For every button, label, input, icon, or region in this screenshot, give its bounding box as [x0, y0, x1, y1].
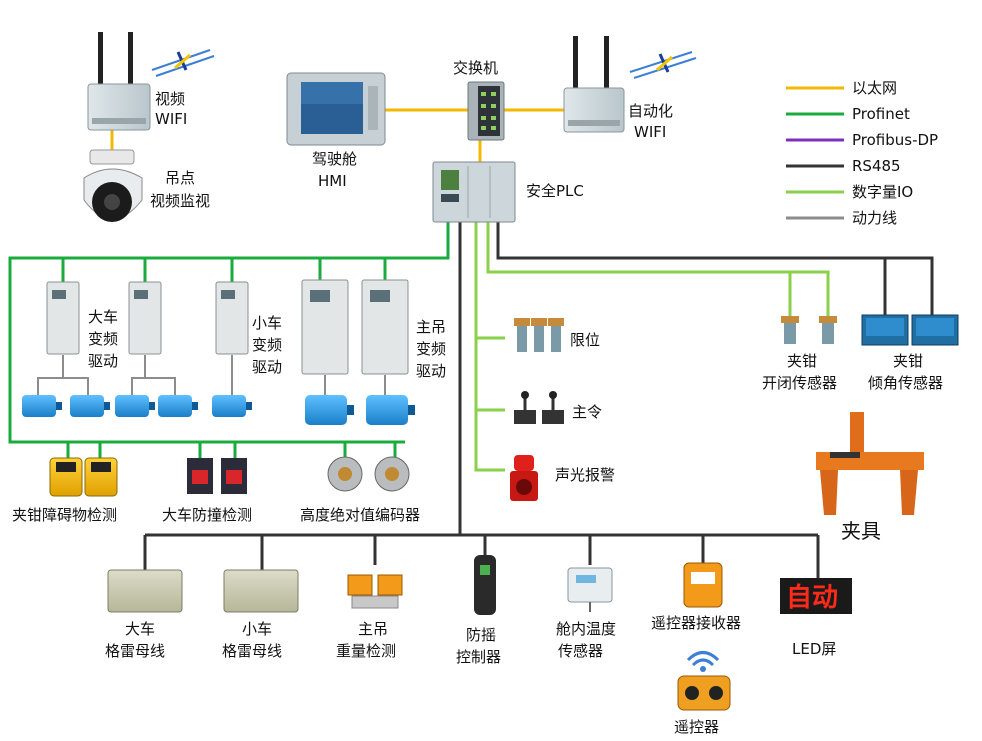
hmi-label-2: HMI [318, 172, 347, 190]
clamp-obstacle-label: 夹钳障碍物检测 [12, 506, 117, 524]
encoder-label: 高度绝对值编码器 [300, 506, 420, 524]
cabin-temp-label-1: 舱内温度 [556, 620, 616, 638]
legend-label-rs485: RS485 [852, 157, 901, 175]
cart-busbar-box-icon [107, 569, 183, 613]
cart-bus-label-1: 大车 [125, 620, 155, 638]
trolley-vfd-label-2: 变频 [252, 336, 282, 354]
hoist-weight-label-1: 主吊 [358, 620, 388, 638]
legend-label-profinet: Profinet [852, 105, 910, 123]
alarm-light-icon [510, 455, 538, 501]
video-wifi-label-2: WIFI [155, 110, 187, 128]
hmi-panel-icon [286, 72, 386, 146]
clamp-tilt-sensors-icon [861, 314, 959, 346]
rs485-lines [143, 222, 934, 578]
fixture-label: 夹具 [841, 519, 881, 543]
ethernet-switch-icon [467, 81, 505, 141]
safety-plc-icon [432, 161, 516, 223]
clamp-fixture-icon [816, 412, 924, 515]
legend-label-digital_io: 数字量IO [852, 183, 913, 201]
camera-label-1: 吊点 [165, 169, 195, 187]
motor-icon [305, 395, 354, 425]
anti-sway-label-1: 防摇 [466, 626, 496, 644]
motor-icon [70, 395, 110, 417]
anti-sway-label-2: 控制器 [456, 648, 501, 666]
remote-receiver-icon [683, 562, 723, 608]
clamp-tilt-label-2: 倾角传感器 [868, 374, 943, 392]
trolley-bus-label-2: 格雷母线 [222, 642, 282, 660]
trolley-vfd-label-3: 驱动 [252, 358, 282, 376]
remote-label: 遥控器 [674, 718, 719, 736]
cart-vfd-1-icon [46, 281, 80, 355]
video-wifi-label-1: 视频 [155, 90, 185, 108]
profinet-lines [8, 222, 450, 458]
wireless-signal-icon [151, 49, 215, 77]
legend-label-ethernet: 以太网 [852, 79, 897, 97]
wireless-signal-icon [629, 51, 697, 79]
cabin-temp-label-2: 传感器 [558, 642, 603, 660]
automation-wifi-device [563, 36, 697, 133]
motors [22, 395, 415, 425]
cart-collision-sensors-icon [187, 458, 247, 494]
limit-label: 限位 [570, 331, 600, 349]
cabin-temp-sensor-icon [567, 567, 613, 612]
hoist-vfd-label-1: 主吊 [416, 318, 446, 336]
power-lines [37, 355, 386, 395]
cart-vfd-label-3: 驱动 [88, 352, 118, 370]
trolley-vfd-icon [215, 281, 249, 355]
hoist-vfd-1-icon [301, 279, 349, 375]
motor-icon [115, 395, 155, 417]
trolley-bus-label-1: 小车 [242, 620, 272, 638]
anti-sway-controller-icon [474, 555, 496, 615]
camera-label-2: 视频监视 [150, 192, 210, 210]
plc-label: 安全PLC [526, 182, 584, 200]
vfd-drives [46, 279, 409, 375]
master-controllers-icon [514, 391, 564, 424]
wifi-signal-icon [686, 651, 720, 672]
absolute-encoders-icon [327, 456, 410, 492]
led-screen-label: LED屏 [792, 640, 836, 658]
hoist-vfd-label-2: 变频 [416, 340, 446, 358]
hmi-label-1: 驾驶舱 [312, 150, 357, 168]
cart-bus-label-2: 格雷母线 [105, 642, 165, 660]
cart-vfd-label-1: 大车 [88, 308, 118, 326]
ethernet-lines [110, 108, 570, 162]
legend-label-profibus: Profibus-DP [852, 131, 938, 149]
clamp-tilt-label-1: 夹钳 [893, 352, 923, 370]
remote-controller-icon [677, 675, 731, 711]
motor-icon [366, 395, 415, 425]
trolley-busbar-box-icon [223, 569, 299, 613]
cart-vfd-label-2: 变频 [88, 330, 118, 348]
clamp-obstacle-sensors-icon [49, 457, 118, 497]
hoist-vfd-label-3: 驱动 [416, 362, 446, 380]
alarm-label: 声光报警 [555, 466, 615, 484]
trolley-vfd-label-1: 小车 [252, 314, 282, 332]
cart-collision-label: 大车防撞检测 [162, 506, 252, 524]
hoist-vfd-2-icon [361, 279, 409, 375]
auto-wifi-label-1: 自动化 [628, 102, 673, 120]
digital-io-lines [474, 222, 830, 472]
clamp-open-label-2: 开闭传感器 [762, 374, 837, 392]
motor-icon [212, 395, 252, 417]
led-screen-icon [780, 578, 852, 614]
led-screen-display-text: 自动 [786, 582, 838, 613]
auto-wifi-label-2: WIFI [634, 123, 666, 141]
master-label: 主令 [572, 403, 602, 421]
cart-vfd-2-icon [128, 281, 162, 355]
clamp-open-label-1: 夹钳 [787, 352, 817, 370]
clamp-open-sensors-icon [781, 316, 837, 344]
remote-rx-label: 遥控器接收器 [651, 614, 741, 632]
ptz-camera-icon [83, 149, 143, 222]
switch-label: 交换机 [453, 59, 498, 77]
limit-switches-icon [514, 318, 564, 352]
video-wifi-device [87, 32, 215, 131]
motor-icon [22, 395, 62, 417]
legend-label-power: 动力线 [852, 209, 897, 227]
hoist-weight-sensor-icon [347, 574, 403, 609]
hoist-weight-label-2: 重量检测 [336, 642, 396, 660]
motor-icon [158, 395, 198, 417]
